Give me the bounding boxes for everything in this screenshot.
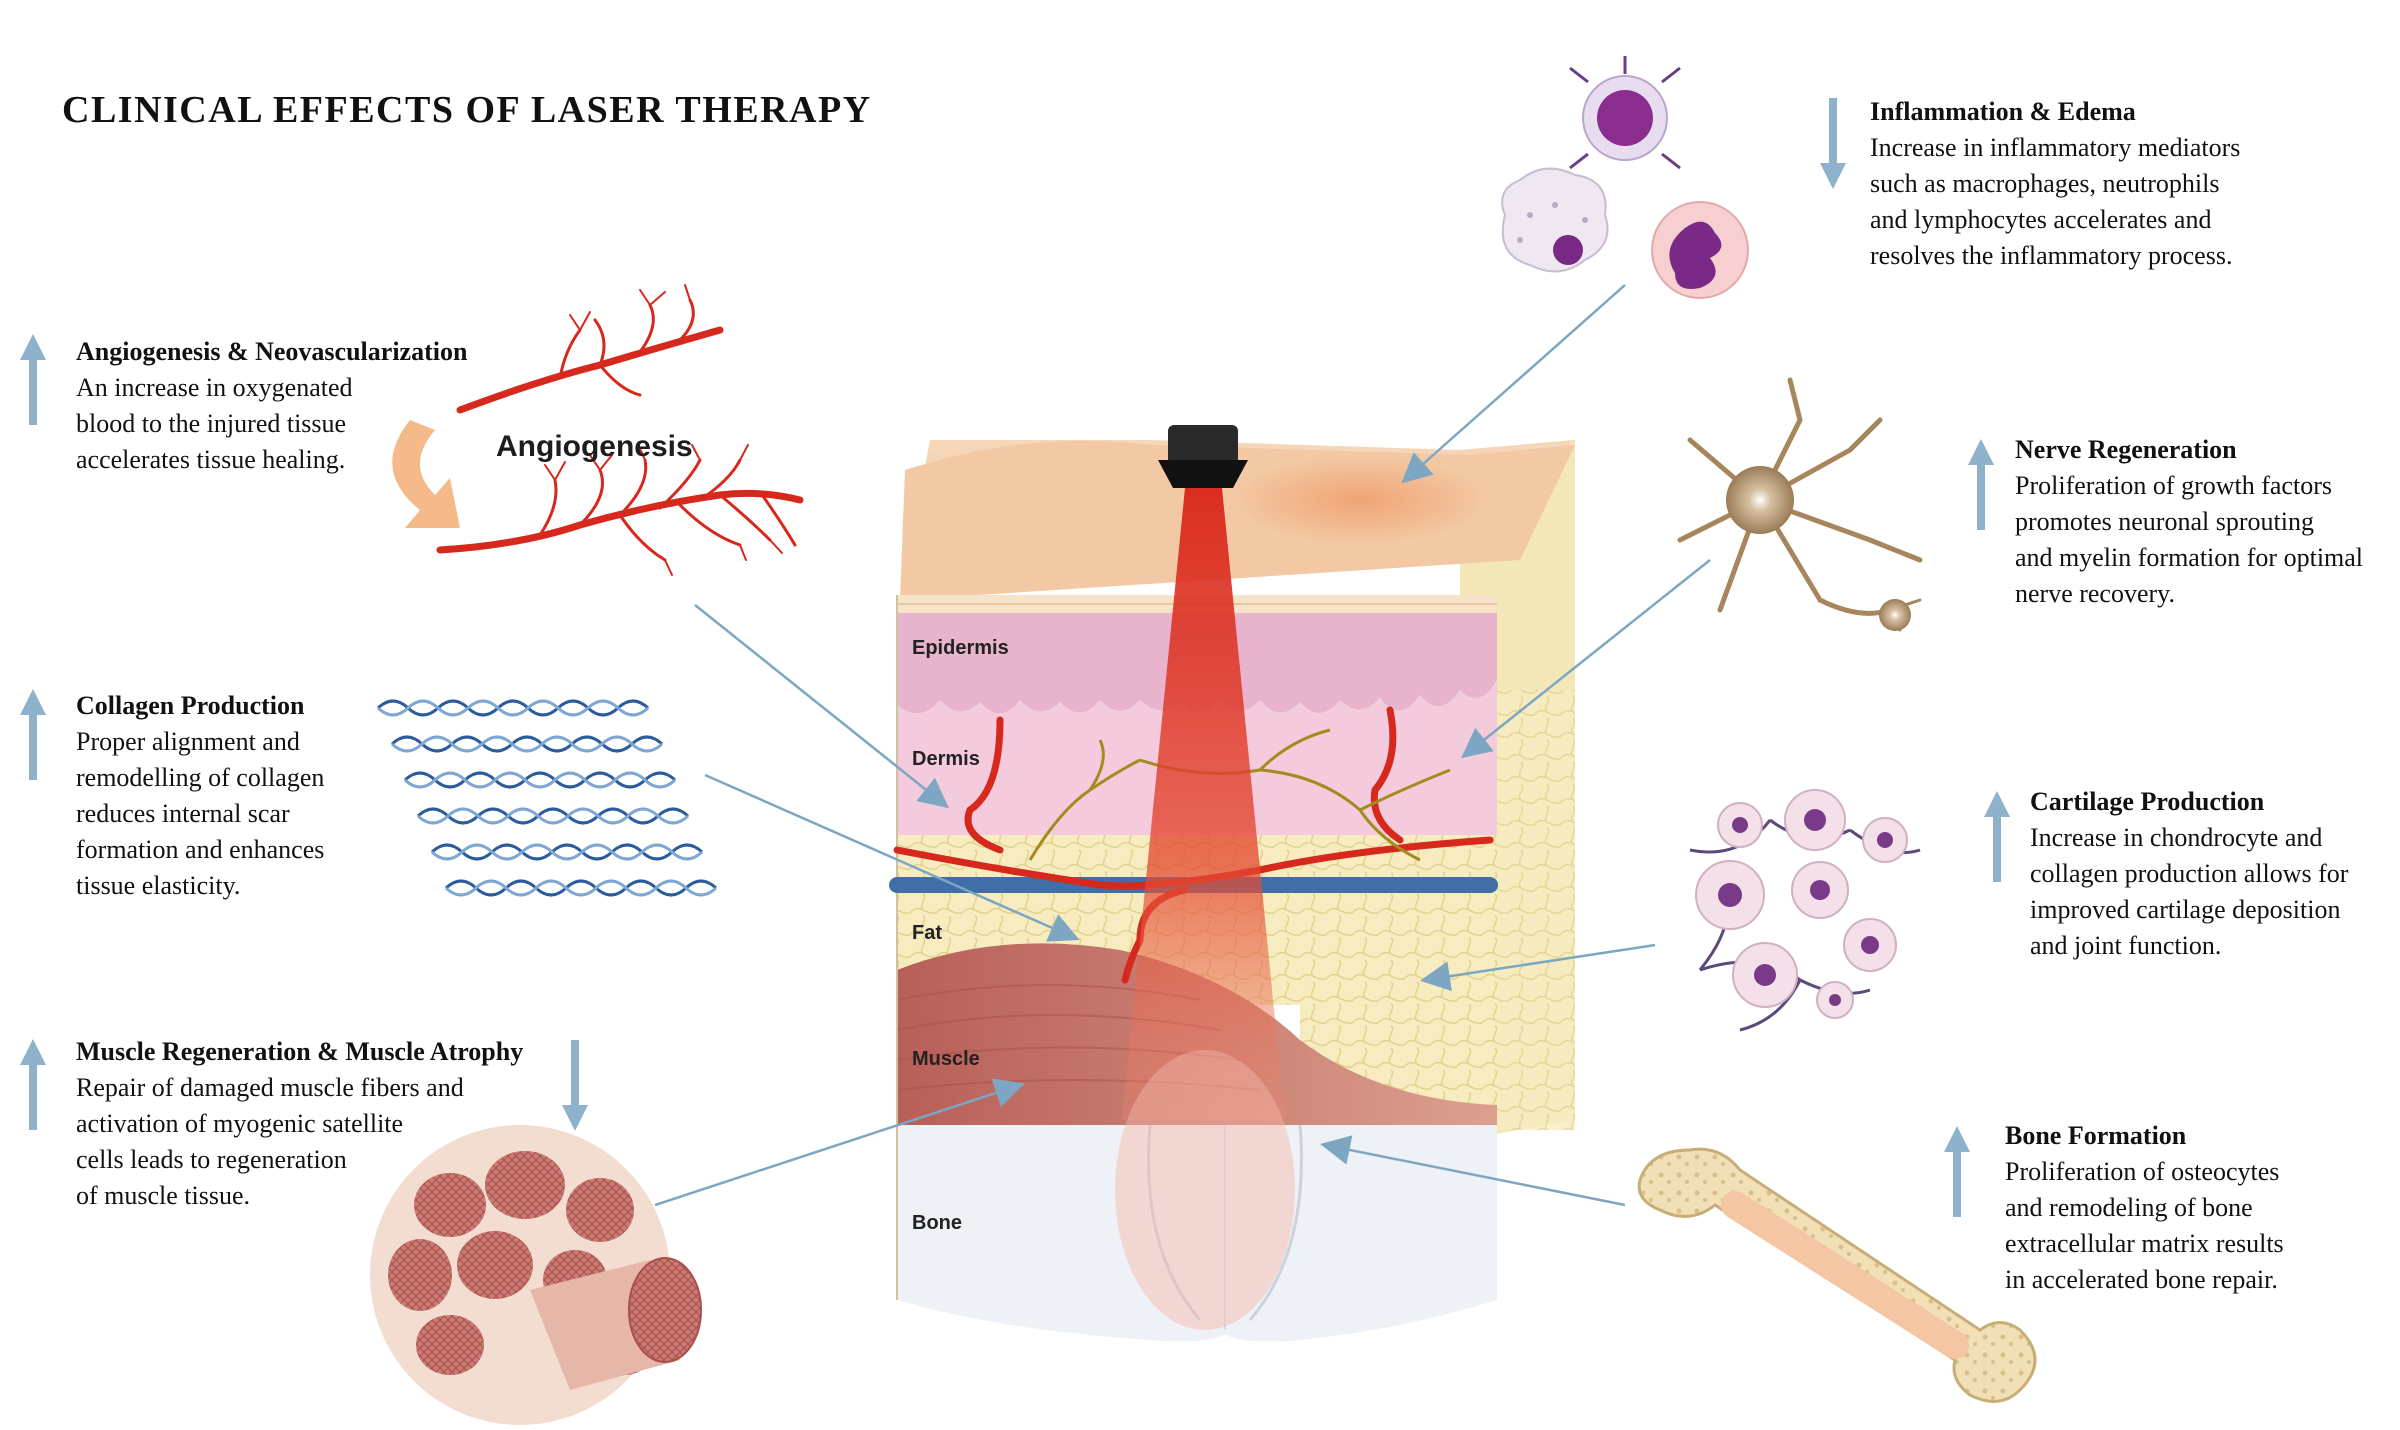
effect-angiogenesis: Angiogenesis & Neovascularization An inc…	[76, 334, 536, 478]
effect-heading: Collagen Production	[76, 691, 305, 720]
effect-line: and lymphocytes accelerates and	[1870, 205, 2212, 234]
effect-line: and myelin formation for optimal	[2015, 543, 2364, 572]
effect-line: Proliferation of osteocytes	[2005, 1157, 2280, 1186]
effect-collagen: Collagen Production Proper alignment and…	[76, 688, 536, 904]
effect-heading: Inflammation & Edema	[1870, 97, 2136, 126]
neutrophil-cell	[1651, 201, 1749, 299]
effect-line: and joint function.	[2030, 931, 2222, 960]
effect-cartilage: Cartilage Production Increase in chondro…	[2030, 784, 2395, 964]
leader-lines	[654, 284, 1711, 1207]
effect-line: tissue elasticity.	[76, 871, 241, 900]
effect-muscle: Muscle Regeneration & Muscle Atrophy Rep…	[76, 1034, 596, 1214]
effect-line: formation and enhances	[76, 835, 325, 864]
laser-beam	[1122, 488, 1285, 1120]
effect-line: Proper alignment and	[76, 727, 300, 756]
effect-line: Increase in inflammatory mediators	[1870, 133, 2241, 162]
effect-line: improved cartilage deposition	[2030, 895, 2341, 924]
effect-line: Proliferation of growth factors	[2015, 471, 2332, 500]
effect-line: reduces internal scar	[76, 799, 290, 828]
effect-heading: Cartilage Production	[2030, 787, 2265, 816]
effect-line: resolves the inflammatory process.	[1870, 241, 2233, 270]
angiogenesis-up-arrow-icon	[20, 334, 46, 425]
muscle-bundle-illustration	[370, 1125, 702, 1425]
tissue-cross-section	[889, 425, 1575, 1342]
layer-label-muscle: Muscle	[912, 1048, 980, 1070]
cartilage-up-arrow-icon	[1984, 791, 2010, 882]
lymphocyte-cell	[1569, 56, 1681, 170]
laser-bone-glow	[1115, 1050, 1295, 1330]
layer-label-dermis: Dermis	[912, 748, 980, 770]
neuron-illustration	[1677, 377, 1923, 632]
page-title: CLINICAL EFFECTS OF LASER THERAPY	[62, 89, 872, 131]
effect-heading: Muscle Regeneration & Muscle Atrophy	[76, 1037, 524, 1066]
effect-line: cells leads to regeneration	[76, 1145, 347, 1174]
effect-line: such as macrophages, neutrophils	[1870, 169, 2220, 198]
layer-label-fat: Fat	[912, 922, 942, 944]
effect-line: promotes neuronal sprouting	[2015, 507, 2314, 536]
bone-layer	[897, 1125, 1497, 1342]
effect-line: collagen production allows for	[2030, 859, 2349, 888]
collagen-up-arrow-icon	[20, 689, 46, 780]
effect-line: in accelerated bone repair.	[2005, 1265, 2278, 1294]
inflammation-down-arrow-icon	[1820, 98, 1846, 189]
muscle-up-arrow-icon	[20, 1039, 46, 1130]
bone-up-arrow-icon	[1944, 1126, 1970, 1217]
effect-line: An increase in oxygenated	[76, 373, 353, 402]
effect-line: extracellular matrix results	[2005, 1229, 2284, 1258]
effect-bone: Bone Formation Proliferation of osteocyt…	[2005, 1118, 2395, 1298]
collagen-helices-illustration	[376, 699, 718, 897]
layer-label-epidermis: Epidermis	[912, 637, 1009, 659]
effect-nerve: Nerve Regeneration Proliferation of grow…	[2015, 432, 2395, 612]
angiogenesis-vessels-illustration	[436, 284, 804, 576]
neuron-body	[1726, 466, 1794, 534]
angiogenesis-transition-arrow	[392, 420, 460, 528]
inflammatory-cells-illustration	[1501, 56, 1749, 299]
effect-heading: Bone Formation	[2005, 1121, 2187, 1150]
effect-heading: Angiogenesis & Neovascularization	[76, 337, 468, 366]
effect-line: Repair of damaged muscle fibers and	[76, 1073, 464, 1102]
effect-line: accelerates tissue healing.	[76, 445, 346, 474]
effect-line: of muscle tissue.	[76, 1181, 251, 1210]
nerve-up-arrow-icon	[1968, 439, 1994, 530]
effect-heading: Nerve Regeneration	[2015, 435, 2237, 464]
effect-line: and remodeling of bone	[2005, 1193, 2253, 1222]
nerve-fiber	[1028, 728, 1451, 862]
effect-inflammation: Inflammation & Edema Increase in inflamm…	[1870, 94, 2330, 274]
muscle-down-arrow-icon	[562, 1040, 588, 1131]
effect-line: Increase in chondrocyte and	[2030, 823, 2323, 852]
layer-label-bone: Bone	[912, 1212, 962, 1234]
effect-line: nerve recovery.	[2015, 579, 2175, 608]
effect-line: remodelling of collagen	[76, 763, 325, 792]
bone-illustration	[1637, 1147, 2037, 1403]
effect-line: blood to the injured tissue	[76, 409, 347, 438]
inflamed-spot	[1230, 455, 1490, 545]
cartilage-cells-illustration	[1689, 789, 1921, 1032]
laser-probe	[1158, 425, 1248, 488]
angiogenesis-diagram-label: Angiogenesis	[496, 430, 693, 463]
neuron-secondary	[1879, 599, 1911, 631]
effect-line: activation of myogenic satellite	[76, 1109, 404, 1138]
macrophage-cell	[1501, 167, 1609, 273]
